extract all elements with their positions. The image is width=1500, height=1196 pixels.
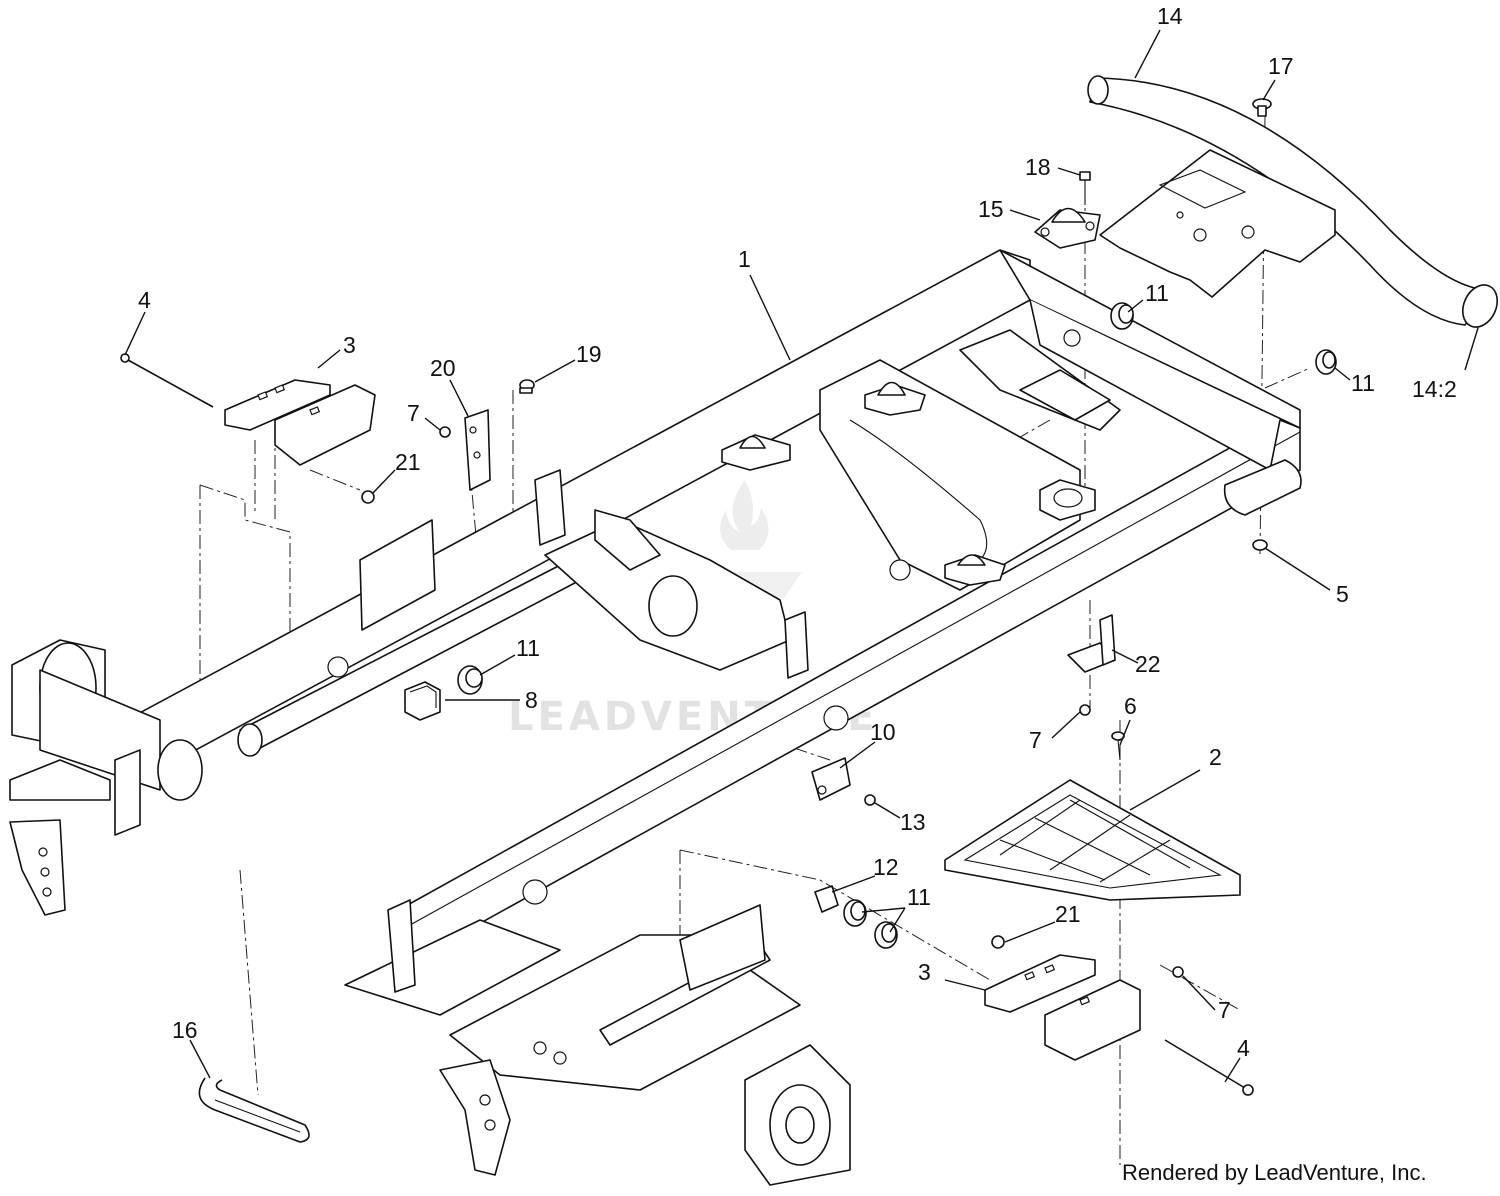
part-4-long-bolt-bottom[interactable] — [1164, 1039, 1254, 1096]
part-2-step-plate[interactable] — [944, 779, 1241, 901]
callout-12: 12 — [873, 854, 899, 880]
rear-mounting-plate — [1099, 149, 1336, 298]
callout-11: 11 — [907, 884, 931, 910]
callout-13: 13 — [900, 809, 926, 835]
callout-22: 22 — [1135, 651, 1161, 677]
leader-lines — [124, 29, 1479, 1083]
part-21-nut-bottom[interactable] — [991, 935, 1005, 949]
callout-21: 21 — [1055, 901, 1081, 927]
part-3-bracket-top[interactable] — [224, 379, 376, 466]
callout-14: 14 — [1157, 3, 1183, 29]
callout-7: 7 — [1218, 997, 1231, 1023]
render-credit: Rendered by LeadVenture, Inc. — [1122, 1160, 1427, 1185]
part-4-long-bolt-top[interactable] — [120, 353, 214, 408]
callout-1: 1 — [738, 246, 751, 272]
callout-10: 10 — [870, 719, 896, 745]
callout-4: 4 — [1237, 1035, 1250, 1061]
callout-14-2: 14:2 — [1412, 376, 1457, 402]
part-18-bolt[interactable] — [1079, 171, 1091, 205]
part-15-rubber-mount[interactable] — [1034, 207, 1101, 249]
part-7-nut-b[interactable] — [1079, 704, 1091, 716]
part-22-bracket[interactable] — [1067, 614, 1116, 673]
part-13-nut[interactable] — [864, 794, 876, 806]
part-11-grommet-b[interactable] — [1315, 349, 1337, 375]
callout-6: 6 — [1124, 693, 1137, 719]
part-11-grommet-d[interactable] — [843, 899, 867, 927]
callout-7: 7 — [1029, 727, 1042, 753]
part-8-plug[interactable] — [404, 681, 441, 721]
callout-18: 18 — [1025, 154, 1051, 180]
callout-15: 15 — [978, 196, 1004, 222]
part-19-bolt[interactable] — [519, 379, 535, 394]
callout-5: 5 — [1336, 581, 1349, 607]
callout-16: 16 — [172, 1017, 198, 1043]
callout-11: 11 — [1145, 280, 1169, 306]
part-17-carriage-bolt[interactable] — [1252, 98, 1272, 117]
callout-20: 20 — [430, 355, 456, 381]
callout-17: 17 — [1268, 53, 1294, 79]
part-6-bolt[interactable] — [1111, 731, 1125, 761]
callout-labels: 14 17 18 15 1 11 11 14:2 4 3 20 19 7 21 … — [138, 3, 1457, 1061]
part-1-main-frame[interactable] — [9, 249, 1302, 1186]
part-7-nut-c[interactable] — [1172, 966, 1184, 978]
callout-7: 7 — [407, 400, 420, 426]
part-16-u-clip[interactable] — [198, 1077, 310, 1143]
callout-11: 11 — [1351, 370, 1375, 396]
part-12-plug[interactable] — [814, 885, 839, 913]
callout-2: 2 — [1209, 744, 1222, 770]
callout-19: 19 — [576, 341, 602, 367]
part-20-angle-bracket[interactable] — [464, 409, 491, 491]
callout-8: 8 — [525, 687, 538, 713]
part-3-bracket-bottom[interactable] — [984, 954, 1141, 1061]
callout-3: 3 — [918, 959, 931, 985]
part-14-handle-bar[interactable] — [1087, 75, 1500, 333]
part-11-grommet-a[interactable] — [1110, 302, 1134, 330]
part-5-nut[interactable] — [1252, 539, 1268, 551]
callout-21: 21 — [395, 449, 421, 475]
part-7-nut-a[interactable] — [439, 426, 451, 438]
callout-11: 11 — [516, 635, 540, 661]
part-21-nut-top[interactable] — [361, 490, 375, 504]
callout-3: 3 — [343, 332, 356, 358]
callout-4: 4 — [138, 287, 151, 313]
part-11-grommet-c[interactable] — [457, 665, 483, 695]
